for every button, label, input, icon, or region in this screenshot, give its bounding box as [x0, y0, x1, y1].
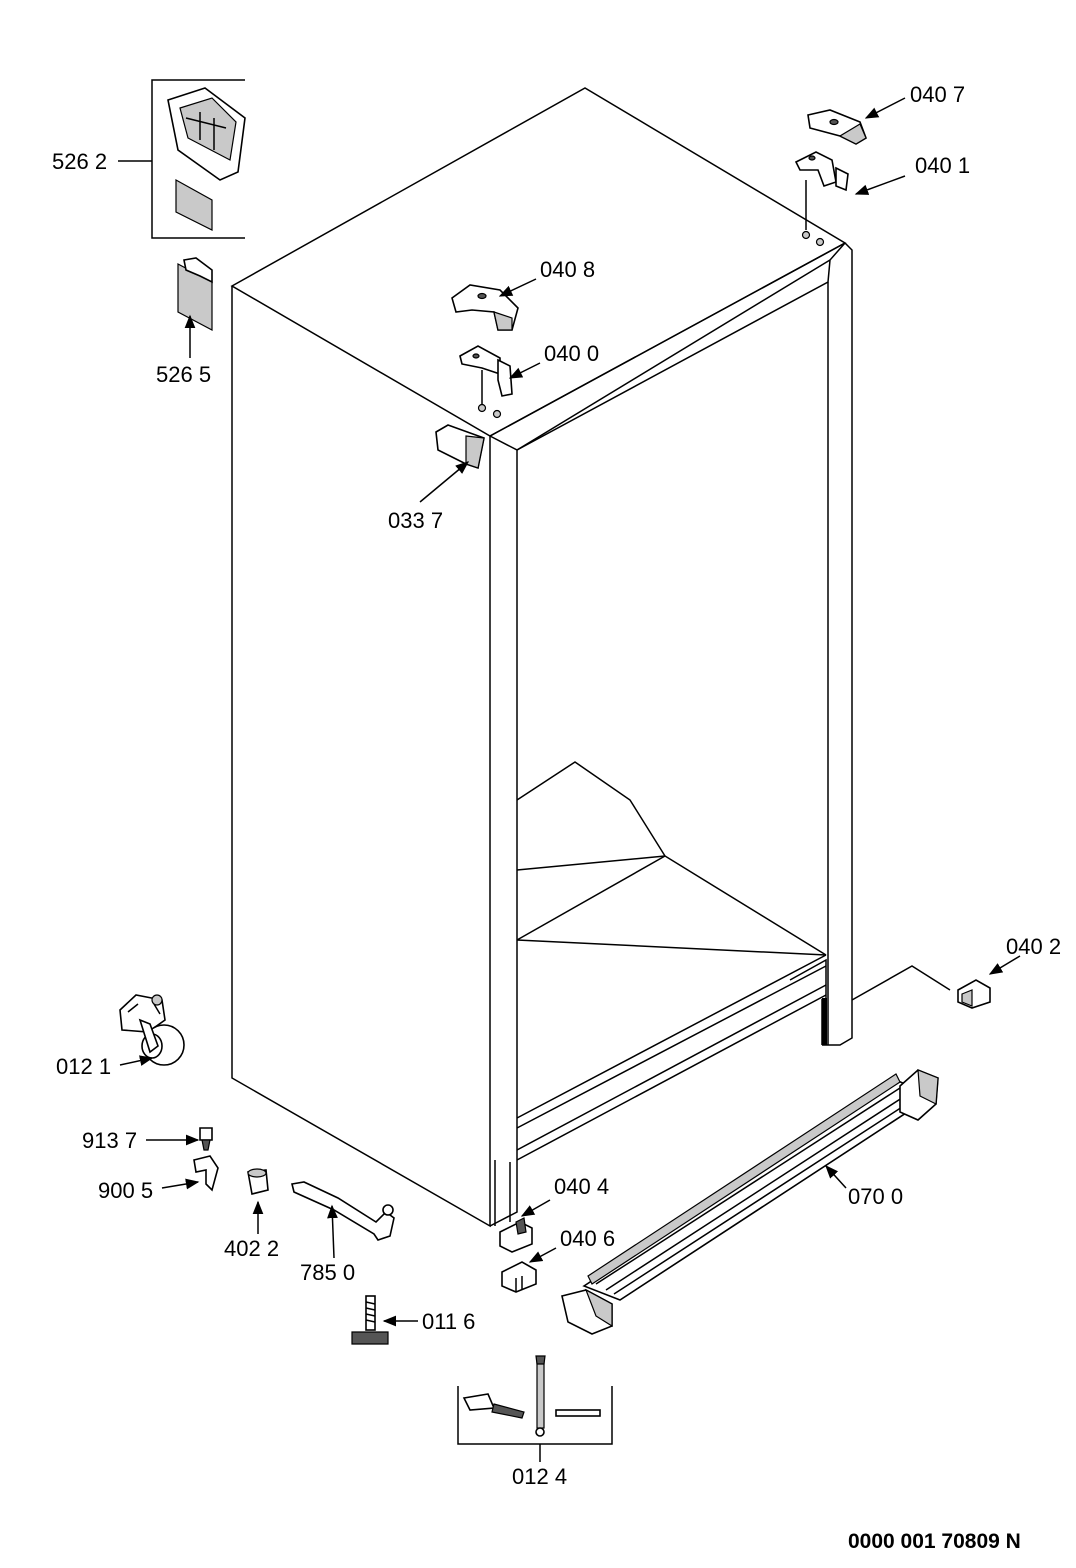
part-040-2	[851, 965, 991, 1009]
label-033-7: 033 7	[388, 508, 443, 533]
part-402-2	[247, 1168, 269, 1195]
leader-040-4	[520, 1199, 551, 1217]
label-526-5: 526 5	[156, 362, 211, 387]
label-526-2: 526 2	[52, 149, 107, 174]
part-033-7	[435, 424, 485, 470]
leader-040-0	[508, 362, 541, 379]
label-011-6: 011 6	[422, 1309, 475, 1334]
label-012-1: 012 1	[56, 1054, 111, 1079]
label-913-7: 913 7	[82, 1128, 137, 1153]
label-040-8: 040 8	[540, 257, 595, 282]
part-011-6	[351, 1295, 389, 1345]
leader-070-0	[825, 1165, 847, 1189]
leader-033-7	[419, 461, 470, 503]
label-040-6: 040 6	[560, 1226, 615, 1251]
part-913-7	[199, 1127, 213, 1151]
part-070-0	[561, 1069, 939, 1335]
part-040-6	[501, 1261, 537, 1293]
part-012-1	[119, 994, 185, 1066]
leader-040-1	[854, 175, 906, 195]
label-402-2: 402 2	[224, 1236, 279, 1261]
part-900-5	[193, 1155, 219, 1192]
part-526-5	[177, 257, 213, 331]
label-040-1: 040 1	[915, 153, 970, 178]
leader-040-2	[988, 955, 1021, 975]
leader-785-0	[327, 1204, 338, 1259]
part-040-0	[459, 345, 513, 419]
part-040-1	[794, 151, 849, 247]
label-900-5: 900 5	[98, 1178, 153, 1203]
label-040-7: 040 7	[910, 82, 965, 107]
leader-900-5	[161, 1178, 200, 1190]
refrigerator-cabinet	[230, 87, 853, 1228]
leader-012-1	[119, 1055, 154, 1066]
part-group-012-4	[457, 1355, 613, 1445]
label-040-2: 040 2	[1006, 934, 1061, 959]
document-number: 0000 001 70809 N	[848, 1530, 1021, 1553]
part-785-0	[291, 1181, 395, 1241]
label-785-0: 785 0	[300, 1260, 355, 1285]
label-040-0: 040 0	[544, 341, 599, 366]
part-040-4	[499, 1217, 533, 1253]
label-012-4: 012 4	[512, 1464, 567, 1489]
document-suffix: N	[1006, 1530, 1021, 1553]
leader-040-7	[864, 97, 906, 119]
label-040-4: 040 4	[554, 1174, 609, 1199]
part-group-526-2	[151, 79, 246, 239]
leader-040-6	[528, 1247, 557, 1263]
label-070-0: 070 0	[848, 1184, 903, 1209]
leader-040-8	[498, 278, 537, 297]
part-040-7	[807, 109, 867, 145]
